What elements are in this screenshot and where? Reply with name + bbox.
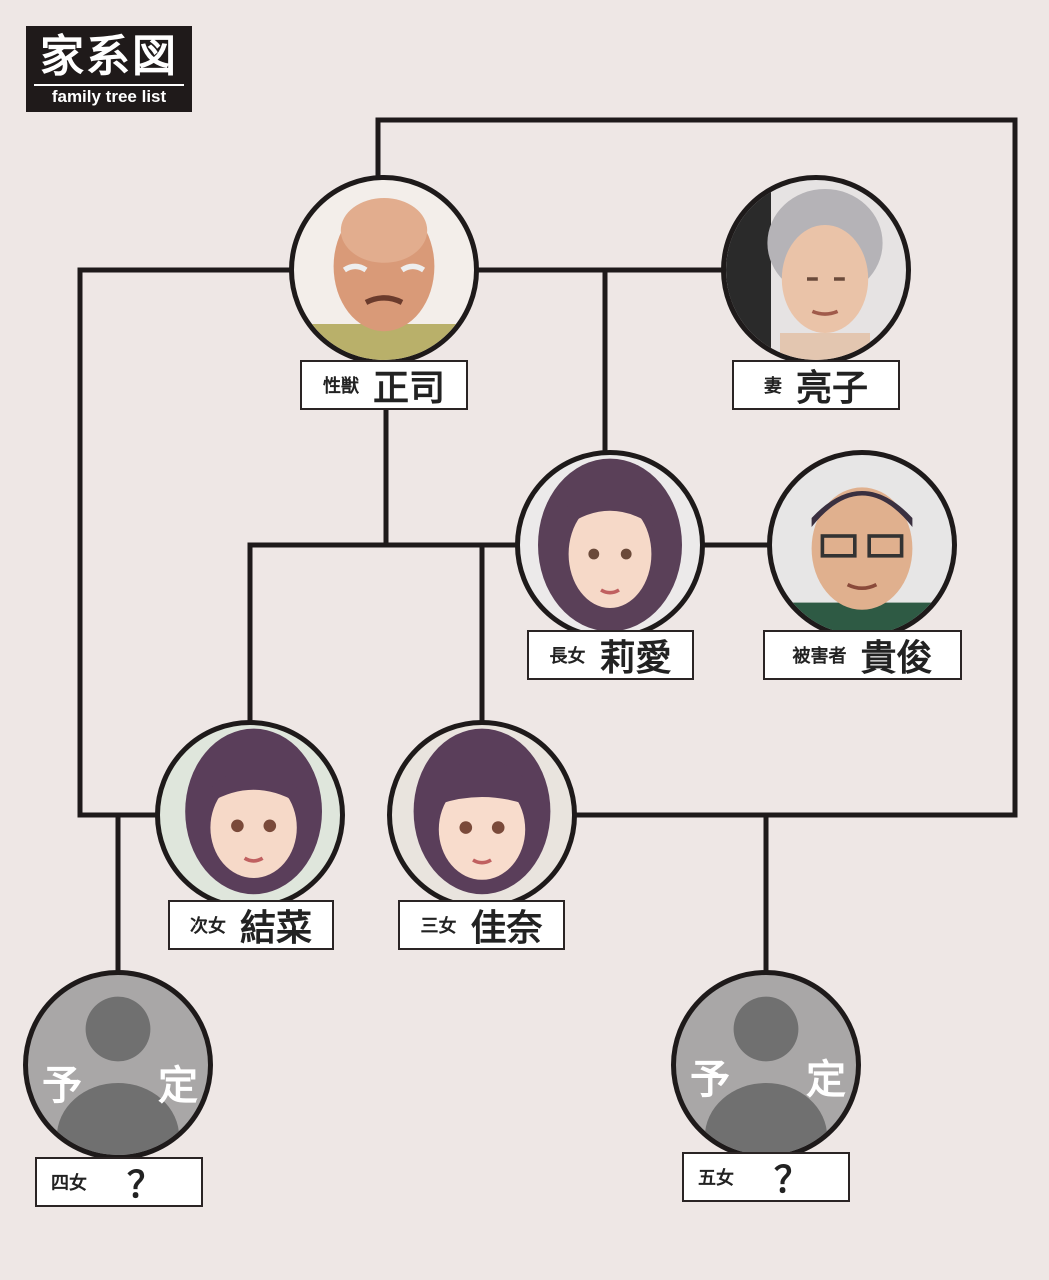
family-tree-logo: 家系図 family tree list [26, 26, 192, 112]
label-ryoko: 妻 亮子 [732, 360, 900, 410]
label-fifth: 五女 ？ [682, 1152, 850, 1202]
portrait-takatoshi [767, 450, 957, 640]
name-text: 亮子 [795, 367, 868, 409]
person-silhouette-icon [56, 996, 180, 1155]
logo-subtitle: family tree list [51, 87, 167, 106]
role-text: 長女 [549, 646, 586, 667]
placeholder-char: 定 [158, 1063, 198, 1109]
portrait-masashi [289, 175, 479, 365]
role-text: 妻 [763, 376, 782, 397]
role-text: 三女 [420, 916, 457, 937]
label-rina: 長女 莉愛 [527, 630, 694, 680]
portrait-ryoko [721, 175, 911, 365]
name-text: 正司 [372, 367, 445, 409]
portrait-rina [515, 450, 705, 640]
placeholder-char: 予 [690, 1057, 730, 1103]
label-masashi: 性獣 正司 [300, 360, 468, 410]
role-text: 次女 [189, 916, 226, 937]
label-fourth: 四女 ？ [35, 1157, 203, 1207]
name-text: ？ [127, 1164, 164, 1206]
name-text: 貴俊 [860, 637, 933, 679]
name-text: ？ [774, 1159, 811, 1201]
label-takatoshi: 被害者 貴俊 [763, 630, 962, 680]
name-text: 結菜 [239, 907, 312, 949]
portrait-kana [387, 720, 577, 910]
role-text: 被害者 [792, 646, 847, 667]
placeholder-char: 予 [42, 1063, 82, 1109]
name-text: 佳奈 [470, 907, 543, 949]
portrait-yuna [155, 720, 345, 910]
label-kana: 三女 佳奈 [398, 900, 565, 950]
role-text: 性獣 [322, 376, 359, 397]
logo-title: 家系図 [40, 31, 178, 82]
name-text: 莉愛 [599, 637, 672, 679]
role-text: 四女 [51, 1173, 87, 1194]
person-silhouette-icon [704, 996, 828, 1155]
label-yuna: 次女 結菜 [168, 900, 334, 950]
placeholder-portrait-fifth: 予 定 [671, 970, 861, 1160]
placeholder-char: 定 [806, 1057, 846, 1103]
role-text: 五女 [698, 1168, 734, 1189]
placeholder-portrait-fourth: 予 定 [23, 970, 213, 1160]
logo-divider [34, 84, 184, 86]
